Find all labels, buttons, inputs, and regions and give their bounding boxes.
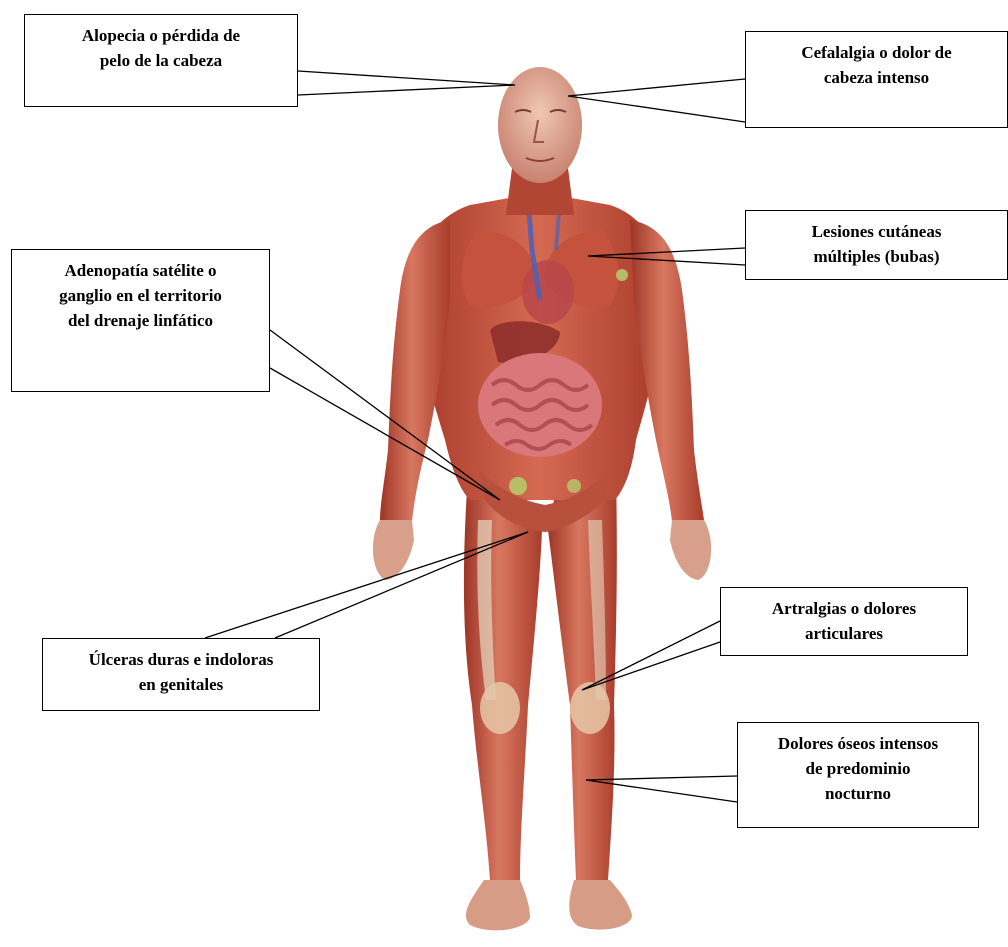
callout-adenopatia: Adenopatía satélite o ganglio en el terr… — [11, 249, 270, 392]
callout-adenopatia-line-2: ganglio en el territorio — [12, 283, 269, 308]
callout-dolores-line-2: de predominio — [738, 756, 978, 781]
callout-dolores-line-1: Dolores óseos intensos — [738, 731, 978, 756]
right-leg — [548, 470, 632, 930]
callout-artralgias-line-1: Artralgias o dolores — [721, 596, 967, 621]
callout-cefalalgia-line-2: cabeza intenso — [746, 65, 1007, 90]
left-leg — [464, 470, 542, 930]
callout-ulceras: Úlceras duras e indoloras en genitales — [42, 638, 320, 711]
callout-ulceras-line-1: Úlceras duras e indoloras — [43, 647, 319, 672]
callout-dolores-line-3: nocturno — [738, 781, 978, 806]
callout-cefalalgia: Cefalalgia o dolor de cabeza intenso — [745, 31, 1008, 128]
callout-alopecia-line-1: Alopecia o pérdida de — [25, 23, 297, 48]
callout-artralgias-line-2: articulares — [721, 621, 967, 646]
callout-adenopatia-line-3: del drenaje linfático — [12, 308, 269, 333]
callout-ulceras-line-2: en genitales — [43, 672, 319, 697]
torso — [414, 196, 664, 532]
callout-lesiones-line-1: Lesiones cutáneas — [746, 219, 1007, 244]
callout-lesiones-line-2: múltiples (bubas) — [746, 244, 1007, 269]
callout-artralgias: Artralgias o dolores articulares — [720, 587, 968, 656]
callout-dolores-oseos: Dolores óseos intensos de predominio noc… — [737, 722, 979, 828]
callout-adenopatia-line-1: Adenopatía satélite o — [12, 258, 269, 283]
callout-alopecia: Alopecia o pérdida de pelo de la cabeza — [24, 14, 298, 107]
intestines — [478, 353, 602, 457]
callout-lesiones: Lesiones cutáneas múltiples (bubas) — [745, 210, 1008, 280]
callout-cefalalgia-line-1: Cefalalgia o dolor de — [746, 40, 1007, 65]
callout-alopecia-line-2: pelo de la cabeza — [25, 48, 297, 73]
